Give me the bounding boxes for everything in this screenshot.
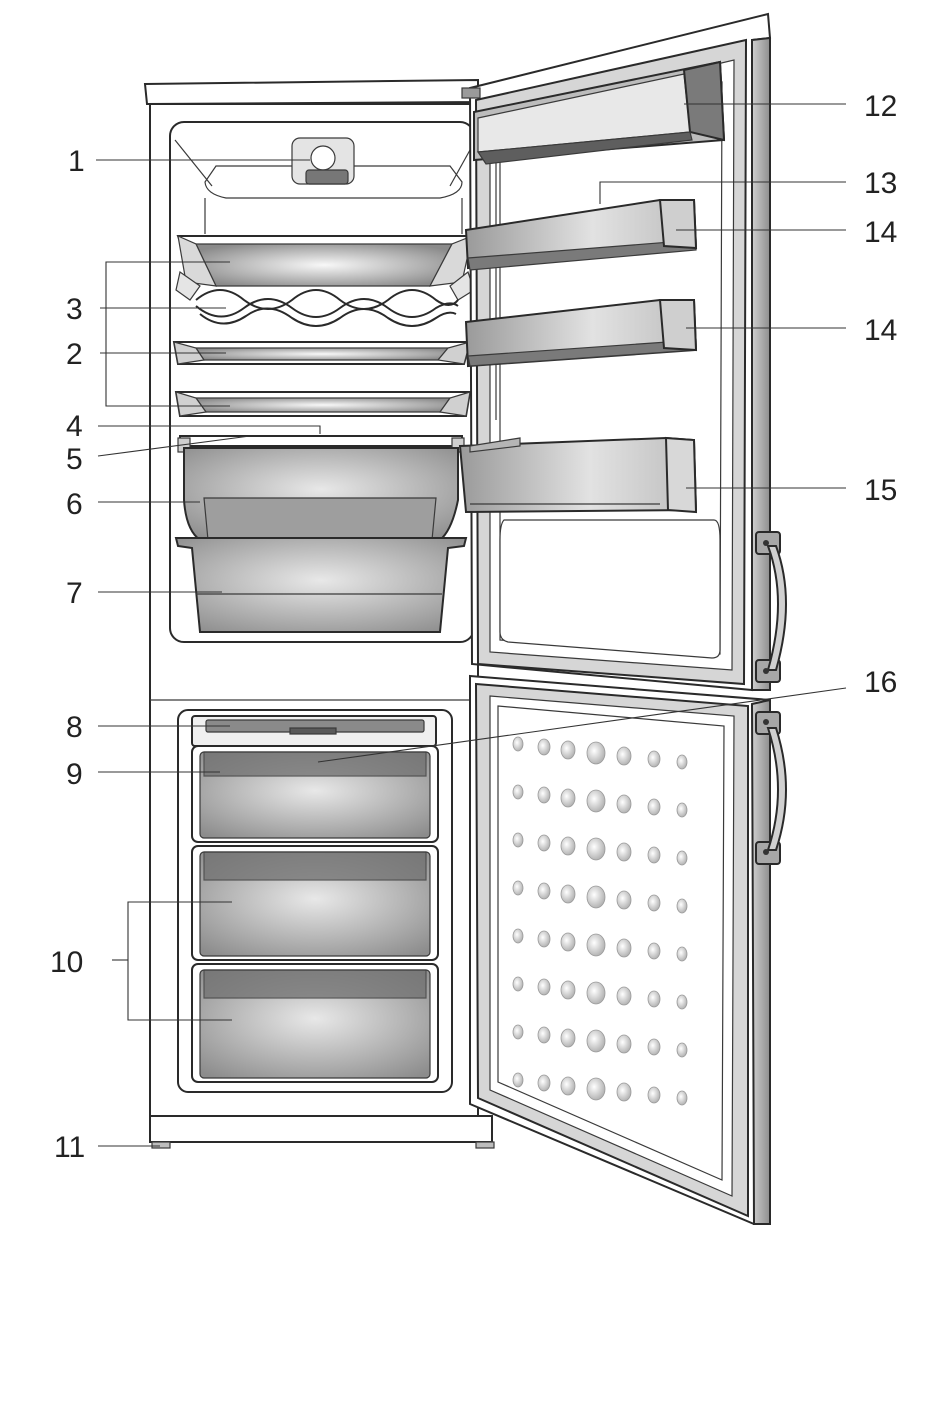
embossed-dot (587, 742, 605, 764)
embossed-dot (513, 1073, 523, 1087)
callout-15: 15 (864, 474, 897, 507)
callout-9: 9 (66, 758, 83, 791)
callout-14-lower: 14 (864, 314, 897, 347)
callout-13: 13 (864, 167, 897, 200)
embossed-dot (513, 881, 523, 895)
freezer-door (470, 676, 786, 1224)
embossed-dot (677, 851, 687, 865)
embossed-dot (648, 1087, 660, 1103)
glass-shelf-top (178, 236, 472, 286)
embossed-dot (617, 843, 631, 861)
callout-4: 4 (66, 410, 83, 443)
embossed-dot (561, 741, 575, 759)
embossed-dot (648, 1039, 660, 1055)
embossed-dot (677, 995, 687, 1009)
embossed-dot (561, 1029, 575, 1047)
freezer-door-edge (752, 700, 770, 1224)
embossed-dot (538, 931, 550, 947)
bottle-shelf (460, 438, 696, 512)
embossed-dot (561, 789, 575, 807)
embossed-dot (677, 1091, 687, 1105)
callout-16: 16 (864, 666, 897, 699)
embossed-dot (538, 1075, 550, 1091)
callout-12: 12 (864, 90, 897, 123)
freezer-drawer-middle (192, 846, 438, 960)
embossed-dot (513, 737, 523, 751)
freezer-interior (192, 716, 438, 1082)
callout-11: 11 (54, 1131, 85, 1164)
callout-1: 1 (68, 145, 85, 178)
embossed-dot (587, 886, 605, 908)
embossed-dot (648, 895, 660, 911)
embossed-dot (513, 977, 523, 991)
embossed-dot (617, 987, 631, 1005)
embossed-dot (561, 837, 575, 855)
crisper-drawer (176, 538, 466, 632)
callout-6: 6 (66, 488, 83, 521)
embossed-dot (587, 934, 605, 956)
embossed-dot (561, 933, 575, 951)
cabinet-plinth (150, 1116, 492, 1142)
embossed-dot (538, 1027, 550, 1043)
embossed-dot (677, 899, 687, 913)
embossed-dot (648, 799, 660, 815)
crisper-inner-back (204, 498, 436, 540)
embossed-dot (648, 847, 660, 863)
callout-5: 5 (66, 443, 83, 476)
embossed-dot (587, 1078, 605, 1100)
glass-shelf-bottom (176, 392, 470, 416)
callout-7: 7 (66, 577, 83, 610)
freezer-drawer-top (192, 746, 438, 842)
embossed-dot (538, 883, 550, 899)
embossed-dot (561, 885, 575, 903)
embossed-dot (587, 838, 605, 860)
embossed-dot (617, 939, 631, 957)
embossed-dot (677, 803, 687, 817)
embossed-dot (538, 835, 550, 851)
callout-8: 8 (66, 711, 83, 744)
embossed-dot (617, 747, 631, 765)
embossed-dot (648, 751, 660, 767)
embossed-dot (587, 790, 605, 812)
callout-2: 2 (66, 338, 83, 371)
embossed-dot (513, 929, 523, 943)
embossed-dot (617, 1083, 631, 1101)
embossed-dot (513, 1025, 523, 1039)
embossed-dot (677, 1043, 687, 1057)
thermostat-icon (292, 138, 354, 184)
embossed-dot (587, 1030, 605, 1052)
callout-14-upper: 14 (864, 216, 897, 249)
callout-10: 10 (50, 946, 83, 979)
embossed-dot (617, 891, 631, 909)
top-hinge (462, 88, 480, 98)
embossed-dot (561, 1077, 575, 1095)
callout-3: 3 (66, 293, 83, 326)
embossed-dot (648, 943, 660, 959)
embossed-dot (513, 833, 523, 847)
embossed-dot (617, 1035, 631, 1053)
embossed-dot (677, 947, 687, 961)
embossed-dot (561, 981, 575, 999)
embossed-dot (538, 979, 550, 995)
fridge-door-edge (752, 38, 770, 690)
embossed-dot (587, 982, 605, 1004)
embossed-dot (617, 795, 631, 813)
embossed-dot (538, 787, 550, 803)
freezer-drawer-bottom (192, 964, 438, 1082)
foot-right (476, 1142, 494, 1148)
embossed-dot (513, 785, 523, 799)
embossed-dot (538, 739, 550, 755)
foot-left (152, 1142, 170, 1148)
fridge-door (460, 14, 786, 690)
ice-tray (192, 716, 436, 746)
embossed-dot (677, 755, 687, 769)
cabinet-top (145, 80, 478, 104)
embossed-dot (648, 991, 660, 1007)
